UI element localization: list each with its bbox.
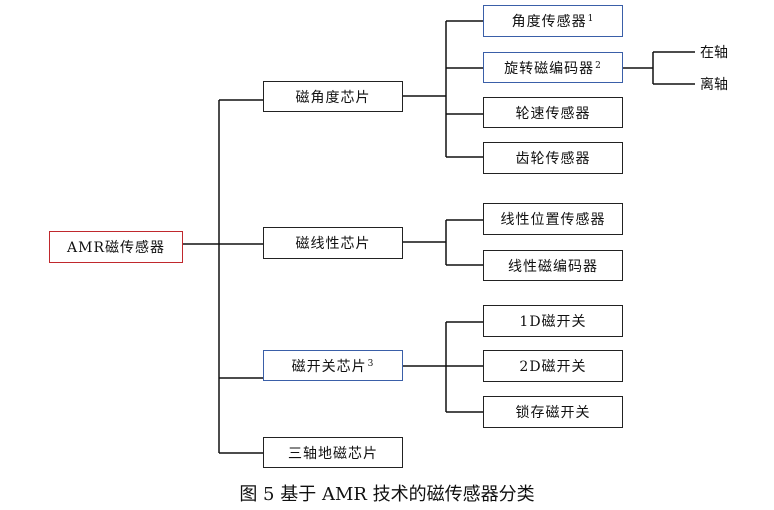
node-label: 锁存磁开关: [515, 405, 591, 421]
node-wheel-speed-sensor: 轮速传感器: [483, 97, 623, 128]
node-linear-position-sensor: 线性位置传感器: [483, 203, 623, 235]
label-off-axis: 离轴: [700, 77, 728, 93]
footnote-marker: 2: [595, 60, 602, 71]
node-label: 磁线性芯片: [295, 236, 371, 252]
footnote-marker: 3: [367, 358, 375, 369]
node-label: 线性磁编码器: [508, 258, 598, 275]
root-node-amr-sensor: AMR磁传感器: [49, 231, 183, 263]
node-label: 磁开关芯片: [291, 358, 367, 375]
node-magnetic-angle-chip: 磁角度芯片: [263, 81, 403, 112]
node-magnetic-linear-chip: 磁线性芯片: [263, 227, 403, 259]
node-latch-switch: 锁存磁开关: [483, 396, 623, 428]
node-label: 三轴地磁芯片: [288, 445, 378, 462]
figure-caption: 图 5 基于 AMR 技术的磁传感器分类: [239, 484, 535, 505]
node-1d-switch: 1D磁开关: [483, 305, 623, 337]
node-label: 2D磁开关: [519, 359, 587, 375]
label-on-axis: 在轴: [700, 45, 728, 61]
node-label: 旋转磁编码器: [504, 60, 595, 77]
root-label: AMR磁传感器: [67, 240, 165, 256]
node-three-axis-geomagnetic-chip: 三轴地磁芯片: [263, 437, 403, 468]
node-label: 角度传感器: [511, 14, 587, 30]
node-label: 轮速传感器: [515, 105, 591, 122]
node-label: 线性位置传感器: [500, 212, 606, 228]
node-2d-switch: 2D磁开关: [483, 350, 623, 382]
node-label: 1D磁开关: [519, 314, 587, 330]
footnote-marker: 1: [587, 14, 595, 24]
node-gear-sensor: 齿轮传感器: [483, 142, 623, 174]
node-label: 磁角度芯片: [295, 89, 371, 106]
node-linear-encoder: 线性磁编码器: [483, 250, 623, 281]
node-label: 齿轮传感器: [515, 151, 591, 167]
